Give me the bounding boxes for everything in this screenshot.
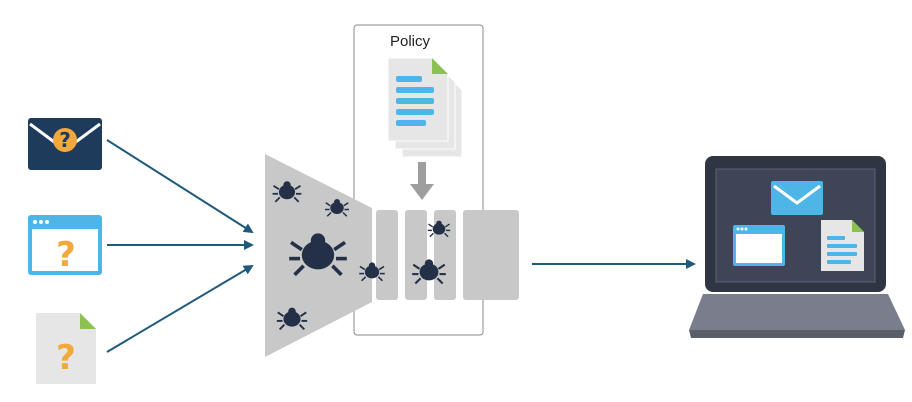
document-icon: [821, 220, 864, 271]
window-question-icon: ?: [28, 215, 102, 275]
filter-layer: [376, 210, 398, 300]
svg-text:?: ?: [56, 338, 76, 378]
filter-layer: [463, 210, 519, 300]
svg-text:?: ?: [59, 128, 71, 152]
policy-document-icon: [387, 57, 463, 158]
email-question-icon: ?: [28, 118, 102, 170]
input-arrow: [106, 139, 254, 234]
policy-label: Policy: [390, 33, 431, 50]
email-icon: [771, 181, 823, 215]
svg-text:?: ?: [56, 235, 76, 275]
input-arrow: [106, 264, 254, 353]
browser-window-icon: [733, 225, 785, 266]
filter-layer: [405, 210, 427, 300]
document-question-icon: ?: [36, 313, 96, 384]
down-arrow-icon: [410, 162, 434, 200]
